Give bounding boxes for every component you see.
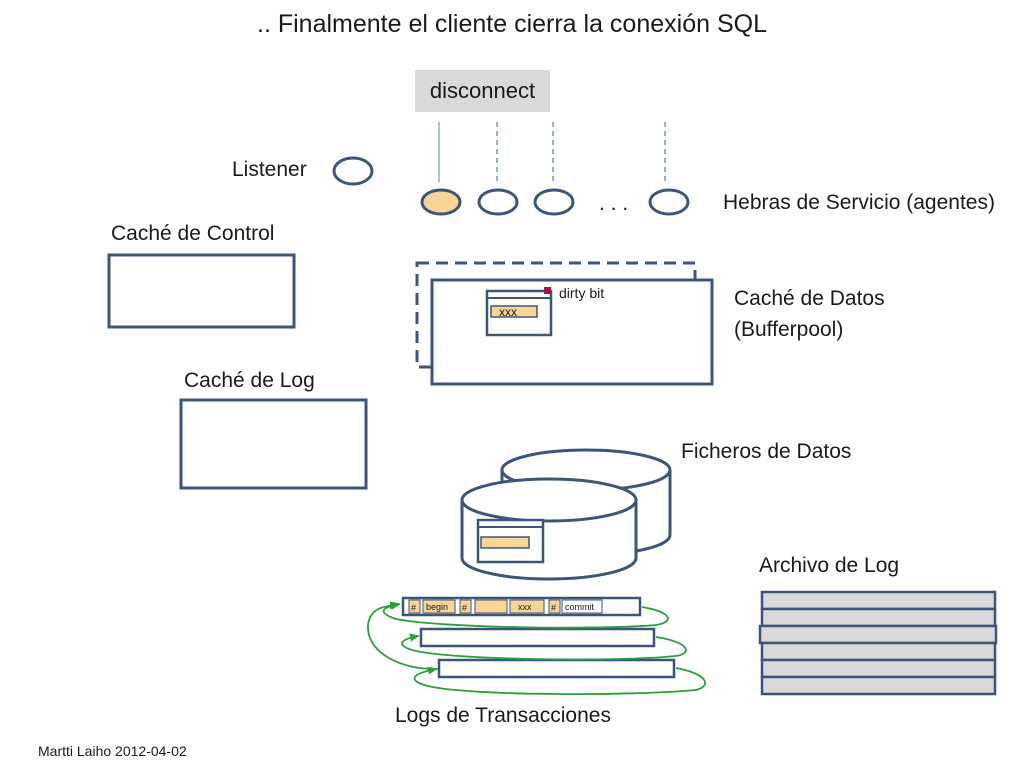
bufferpool-label: (Bufferpool) (734, 318, 844, 341)
service-agent (477, 188, 519, 216)
log-xxx-cell (509, 599, 545, 614)
author-date: Martti Laiho 2012-04-02 (38, 743, 187, 759)
transaction-log-record (419, 627, 656, 648)
service-agent (648, 188, 690, 216)
log-hash-text: # (462, 603, 467, 613)
log-archive-segment (760, 641, 997, 662)
service-agent (533, 188, 575, 216)
control-cache-box (107, 253, 296, 329)
log-hash-cell (459, 599, 472, 614)
log-hash-text: # (551, 603, 556, 613)
service-threads-label: Hebras de Servicio (agentes) (723, 191, 995, 214)
log-hash-text: # (411, 603, 416, 613)
log-hash-cell (408, 599, 421, 614)
cached-page-row (490, 305, 538, 318)
data-file-page-row (480, 536, 530, 549)
dirty-bit-label: dirty bit (559, 285, 605, 301)
data-cache-label: Caché de Datos (734, 287, 885, 310)
log-archive-segment (760, 675, 997, 696)
disconnect-button[interactable]: disconnect (415, 70, 550, 112)
log-cache-label: Caché de Log (184, 369, 315, 392)
control-cache-label: Caché de Control (111, 222, 275, 245)
bufferpool-box (430, 278, 714, 386)
listener-label: Listener (232, 158, 307, 181)
log-cache-box (179, 398, 368, 490)
log-archive-segment (760, 590, 997, 611)
cached-page-value: xxx (499, 305, 517, 319)
log-commit-text: commit (565, 602, 594, 612)
transaction-logs-label: Logs de Transacciones (395, 704, 611, 727)
log-archive-label: Archivo de Log (759, 554, 900, 577)
log-hash-cell (548, 599, 561, 614)
log-xxx-text: xxx (518, 602, 532, 612)
log-archive-segment (758, 624, 998, 645)
transaction-log-record (437, 658, 676, 679)
listener-node (332, 156, 374, 186)
log-circulation-arrows (367, 601, 707, 695)
service-agent-active (420, 188, 462, 216)
dirty-bit-marker (544, 287, 551, 294)
log-data-cell (474, 599, 508, 614)
log-begin-cell (422, 599, 456, 614)
log-archive-segment (760, 607, 997, 628)
page-title: .. Finalmente el cliente cierra la conex… (257, 10, 767, 38)
service-threads-ellipsis: . . . (599, 192, 629, 215)
log-archive-segment (760, 658, 997, 679)
log-commit-cell (561, 599, 603, 614)
data-files-label: Ficheros de Datos (681, 440, 852, 463)
log-begin-text: begin (426, 602, 448, 612)
